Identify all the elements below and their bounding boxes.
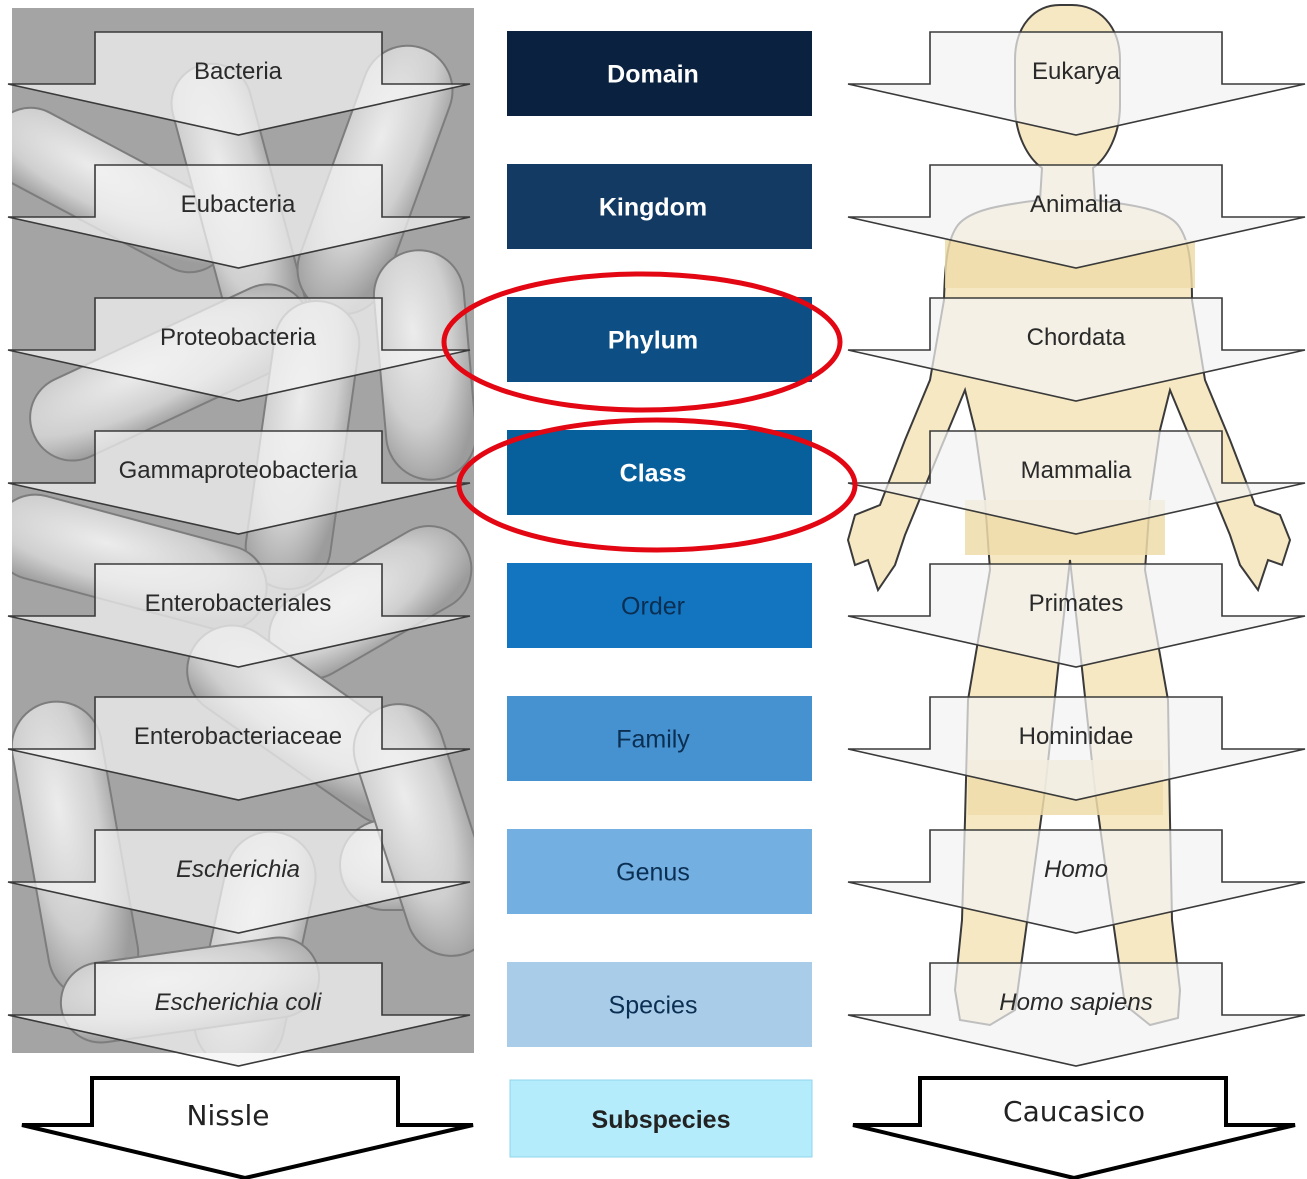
nissle-arrow: Nissle (22, 1078, 473, 1178)
rank-box-phylum: Phylum (507, 297, 812, 382)
rank-box-class: Class (507, 430, 812, 515)
rank-box-genus: Genus (507, 829, 812, 914)
left-rank-label: Bacteria (194, 58, 283, 85)
rank-box-label: Genus (616, 859, 690, 887)
left-rank-label: Eubacteria (181, 191, 296, 218)
right-arrow-homo: Homo (848, 830, 1305, 933)
right-arrow-homo-sapiens: Homo sapiens (848, 963, 1305, 1066)
right-arrow-chordata: Chordata (848, 298, 1305, 401)
rank-box-domain: Domain (507, 31, 812, 116)
right-arrow-hominidae: Hominidae (848, 697, 1305, 800)
nissle-label: Nissle (187, 1099, 270, 1132)
left-rank-label: Escherichia (176, 856, 300, 883)
rank-box-family: Family (507, 696, 812, 781)
right-rank-label: Chordata (1027, 324, 1126, 351)
rank-box-label: Family (616, 726, 690, 754)
right-rank-label: Mammalia (1021, 457, 1132, 484)
right-arrow-primates: Primates (848, 564, 1305, 667)
rank-box-label: Phylum (608, 327, 698, 355)
rank-box-species: Species (507, 962, 812, 1047)
right-rank-label: Hominidae (1019, 723, 1134, 750)
left-rank-label: Proteobacteria (160, 324, 317, 351)
left-rank-label: Enterobacteriaceae (134, 723, 342, 750)
left-rank-label: Enterobacteriales (145, 590, 332, 617)
rank-box-label: Order (621, 593, 685, 621)
left-rank-label: Escherichia coli (155, 989, 322, 1016)
left-rank-label: Gammaproteobacteria (119, 457, 358, 484)
right-rank-label: Homo sapiens (999, 989, 1152, 1016)
right-rank-label: Animalia (1030, 191, 1123, 218)
rank-box-label: Class (620, 460, 687, 488)
rank-box-label: Species (609, 992, 698, 1020)
subspecies-label: Subspecies (592, 1106, 731, 1134)
right-rank-label: Homo (1044, 856, 1108, 883)
rank-box-order: Order (507, 563, 812, 648)
caucasico-label: Caucasico (1003, 1095, 1145, 1128)
rank-box-kingdom: Kingdom (507, 164, 812, 249)
right-arrow-eukarya: Eukarya (848, 32, 1305, 135)
rank-box-label: Kingdom (599, 194, 707, 222)
subspecies-box: Subspecies (510, 1080, 812, 1157)
right-rank-label: Eukarya (1032, 58, 1121, 85)
rank-box-label: Domain (607, 61, 699, 89)
right-rank-label: Primates (1029, 590, 1124, 617)
right-arrow-animalia: Animalia (848, 165, 1305, 268)
caucasico-arrow: Caucasico (853, 1078, 1295, 1178)
